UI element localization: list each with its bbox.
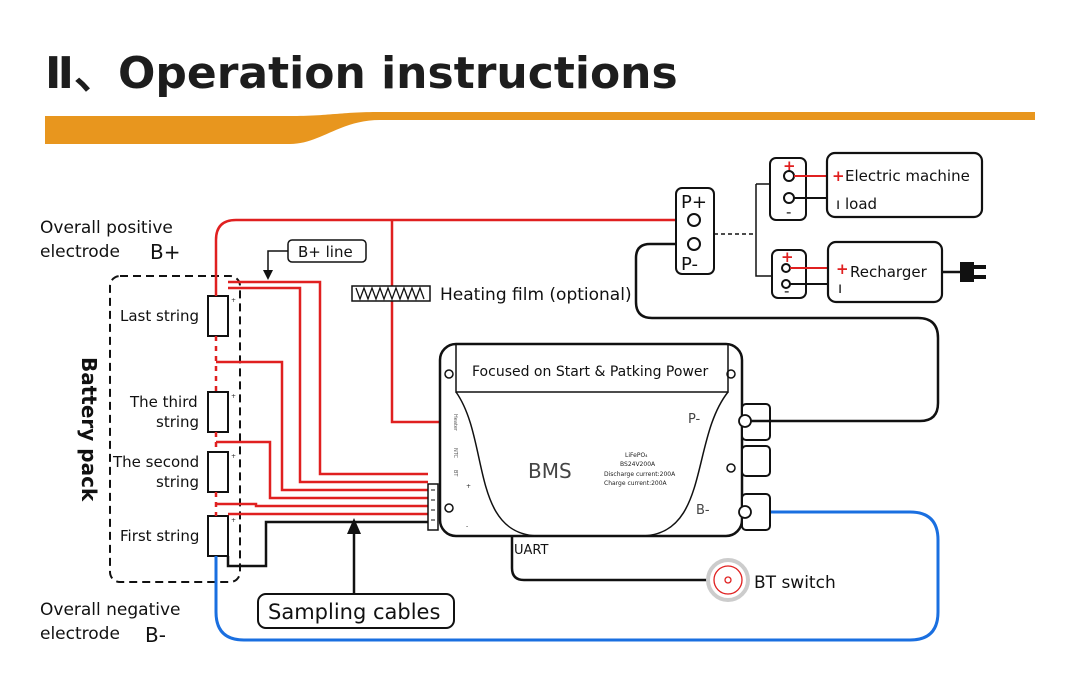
sampling-wire-5 xyxy=(216,502,428,508)
bms-side-ntc: NTC xyxy=(452,448,458,459)
machine-terminal xyxy=(769,157,807,221)
cell-second xyxy=(207,451,229,493)
heating-film-label: Heating film (optional) xyxy=(440,285,632,305)
load-branch xyxy=(755,184,772,277)
svg-text:+: + xyxy=(231,453,236,460)
third-string-label-2: string xyxy=(156,413,199,431)
svg-text:ı: ı xyxy=(836,195,840,213)
title-accent-bar xyxy=(45,112,1035,144)
bms-inner-curve xyxy=(455,391,729,537)
cell-last xyxy=(207,295,229,337)
svg-text:+: + xyxy=(781,248,794,266)
svg-text:ı: ı xyxy=(838,279,842,297)
positive-label-2: electrode xyxy=(40,242,120,262)
recharger-label: Recharger xyxy=(850,263,928,281)
sampling-wire-3 xyxy=(216,360,428,492)
battery-pack-label: Battery pack xyxy=(77,357,101,502)
bms-side-heater: Heater xyxy=(452,414,458,432)
recharger-terminal xyxy=(771,249,807,299)
svg-text:-: - xyxy=(786,203,791,221)
sampling-wire-7 xyxy=(226,520,428,568)
positive-symbol: B+ xyxy=(150,240,180,264)
bms-spec-1: LiFePO₄ xyxy=(625,452,648,459)
svg-text:+: + xyxy=(783,157,796,175)
electric-machine-box xyxy=(825,151,984,219)
svg-text:+: + xyxy=(231,517,236,524)
svg-text:+: + xyxy=(231,297,236,304)
svg-text:-: - xyxy=(784,282,789,300)
svg-text:+: + xyxy=(466,483,471,490)
third-string-label-1: The third xyxy=(129,393,198,411)
bms-spec-4: Charge current:200A xyxy=(604,480,668,487)
bms-spec-2: BS24V200A xyxy=(620,461,656,468)
sampling-wire-1 xyxy=(228,280,428,476)
battery-pack-box xyxy=(109,275,241,583)
second-string-label-2: string xyxy=(156,473,199,491)
first-string-label: First string xyxy=(120,527,199,545)
page-title: Ⅱ、Operation instructions xyxy=(45,48,678,99)
sampling-wire-2 xyxy=(228,286,428,484)
cell-first xyxy=(207,515,229,557)
heater-wire xyxy=(390,220,440,424)
load-label: load xyxy=(845,195,877,213)
uart-label: UART xyxy=(514,543,548,558)
bms-side-bt: BT xyxy=(452,470,458,477)
negative-label-2: electrode xyxy=(40,624,120,644)
p-minus-label: P- xyxy=(681,254,698,275)
bt-switch-label: BT switch xyxy=(754,573,836,593)
bms-mount-tab xyxy=(741,445,771,477)
svg-text:+: + xyxy=(836,260,849,278)
sampling-connector xyxy=(427,483,439,531)
bms-b-minus: B- xyxy=(696,503,710,518)
svg-text:-: - xyxy=(466,523,468,530)
positive-main-wire xyxy=(214,218,676,296)
sampling-wire-4 xyxy=(216,440,428,500)
bms-p-minus: P- xyxy=(688,412,701,427)
p-minus-wire xyxy=(634,242,940,423)
last-string-label: Last string xyxy=(120,307,199,325)
p-plus-label: P+ xyxy=(681,192,707,213)
negative-main-wire xyxy=(214,510,940,642)
positive-label-1: Overall positive xyxy=(40,218,173,238)
bms-name: BMS xyxy=(528,459,572,483)
uart-wire xyxy=(510,536,708,582)
bms-top-label: Focused on Start & Patking Power xyxy=(472,364,709,380)
negative-label-1: Overall negative xyxy=(40,600,181,620)
b-line-label: B+ line xyxy=(298,243,353,261)
sampling-cables-box xyxy=(257,593,455,629)
bms-spec-3: Discharge current:200A xyxy=(604,471,676,478)
plug-icon xyxy=(960,262,974,282)
svg-text:+: + xyxy=(832,167,845,185)
svg-text:+: + xyxy=(231,393,236,400)
sampling-cables-label: Sampling cables xyxy=(268,600,440,624)
output-terminal-block xyxy=(675,187,715,275)
negative-symbol: B- xyxy=(145,623,166,647)
cell-third xyxy=(207,391,229,433)
electric-machine-label: Electric machine xyxy=(845,167,970,185)
second-string-label-1: The second xyxy=(112,453,199,471)
b-line-pointer xyxy=(267,250,288,272)
